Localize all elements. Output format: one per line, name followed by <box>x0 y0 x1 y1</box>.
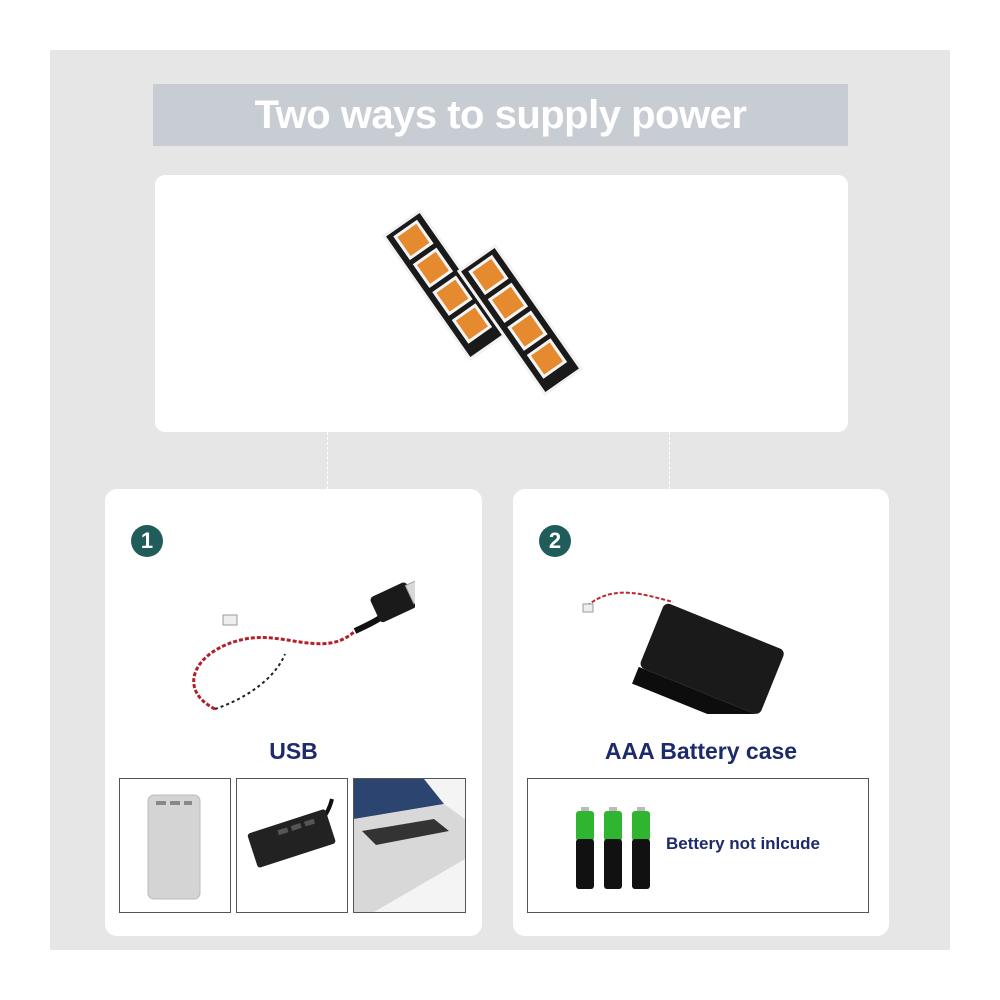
aaa-batteries-icon <box>576 807 650 889</box>
product-image-card <box>155 175 848 432</box>
usb-hub-thumbnail <box>236 778 348 913</box>
connector-line-right <box>669 432 670 489</box>
usb-hub-icon <box>247 798 336 868</box>
connector-line-left <box>327 432 328 489</box>
connector-boards-image <box>381 208 584 397</box>
battery-case-image <box>582 591 784 714</box>
usb-option-card: 1 USB <box>105 489 482 936</box>
power-bank-icon <box>147 794 201 900</box>
battery-case-label: AAA Battery case <box>604 738 798 764</box>
battery-info-box: Bettery not inlcude <box>527 778 869 913</box>
laptop-thumbnail <box>353 778 466 913</box>
battery-option-card: 2 AAA Battery case <box>513 489 889 936</box>
usb-cable-image <box>192 579 415 711</box>
battery-note: Bettery not inlcude <box>666 834 820 853</box>
power-bank-thumbnail <box>119 778 231 913</box>
laptop-icon <box>354 779 465 912</box>
option-number-badge: 1 <box>131 525 163 557</box>
page-title: Two ways to supply power <box>254 92 747 137</box>
option-number-badge: 2 <box>539 525 571 557</box>
title-banner: Two ways to supply power <box>153 84 848 146</box>
usb-label: USB <box>269 738 318 764</box>
